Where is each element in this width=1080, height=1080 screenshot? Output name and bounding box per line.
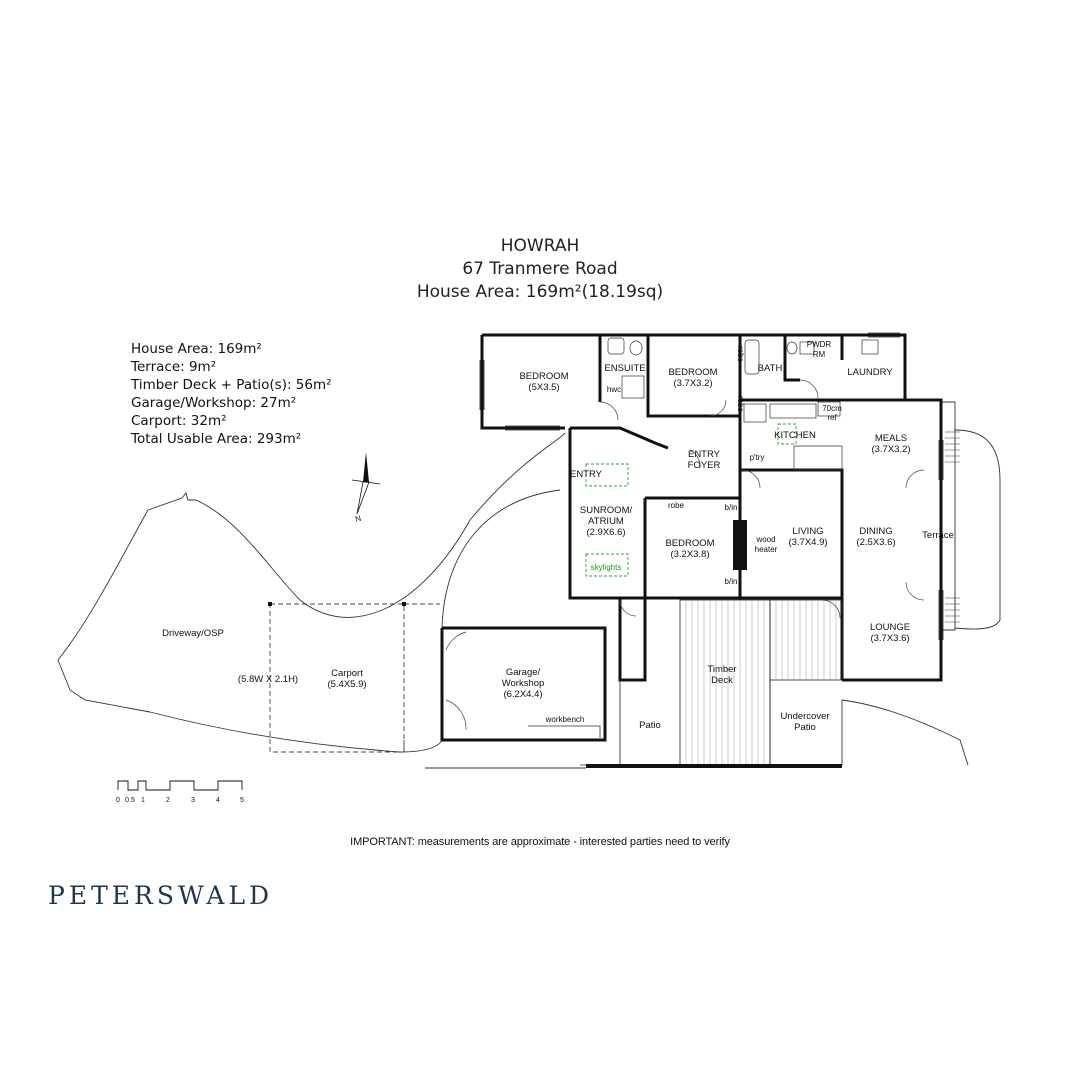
label-bedroom3-size: (3.2X3.8) bbox=[670, 549, 709, 560]
label-bedroom2-size: (3.7X3.2) bbox=[673, 378, 712, 389]
label-robe-v2: robe bbox=[736, 396, 745, 413]
label-fridge-size: 70cm bbox=[822, 404, 842, 413]
label-entry-foyer-2: FOYER bbox=[688, 460, 721, 471]
label-timber-deck-2: Deck bbox=[711, 675, 733, 686]
label-carport-dim: (5.8W X 2.1H) bbox=[238, 674, 298, 685]
label-hwc: hwc bbox=[607, 385, 621, 394]
label-kitchen: KITCHEN bbox=[774, 430, 816, 441]
label-bedroom2: BEDROOM bbox=[668, 367, 717, 378]
label-patio: Patio bbox=[639, 720, 661, 731]
label-garage: Garage/ bbox=[506, 667, 541, 678]
label-entry: ENTRY bbox=[570, 469, 603, 480]
label-bin-1: b/in bbox=[725, 503, 738, 512]
compass-label: N bbox=[354, 514, 362, 524]
label-workbench: workbench bbox=[545, 715, 585, 724]
windows bbox=[479, 332, 944, 640]
label-skylights: skylights bbox=[591, 563, 622, 572]
label-undercover-1: Undercover bbox=[780, 711, 829, 722]
stairs bbox=[945, 431, 960, 623]
label-living: LIVING bbox=[792, 526, 823, 537]
fixtures bbox=[607, 337, 879, 471]
label-sunroom-2: ATRIUM bbox=[588, 516, 624, 527]
carport-outline bbox=[269, 603, 440, 753]
label-robe-h: robe bbox=[668, 501, 685, 510]
north-arrow-icon: N bbox=[351, 452, 381, 524]
boundary-wall bbox=[586, 764, 842, 768]
label-living-size: (3.7X4.9) bbox=[788, 537, 827, 548]
label-lounge: LOUNGE bbox=[870, 622, 910, 633]
label-garage-size: (6.2X4.4) bbox=[503, 689, 542, 700]
label-bedroom3: BEDROOM bbox=[665, 538, 714, 549]
area-house: House Area: 169m² bbox=[131, 341, 262, 357]
skylight-outlines bbox=[585, 423, 797, 577]
scale-bar: 0 0.5 1 2 3 4 5 bbox=[116, 780, 244, 804]
label-driveway: Driveway/OSP bbox=[162, 628, 224, 639]
garage-walls bbox=[440, 626, 607, 742]
brand-logo: PETERSWALD bbox=[48, 881, 274, 910]
label-robe-v1: robe bbox=[736, 346, 745, 363]
area-carport: Carport: 32m² bbox=[131, 413, 227, 429]
label-bath: BATH bbox=[758, 363, 783, 374]
area-terrace: Terrace: 9m² bbox=[131, 359, 217, 375]
label-undercover-2: Patio bbox=[794, 722, 816, 733]
scale-label-5: 5 bbox=[240, 797, 244, 804]
scale-label-1: 1 bbox=[141, 797, 145, 804]
deck-boards bbox=[685, 600, 837, 765]
label-sunroom: SUNROOM/ bbox=[580, 505, 633, 516]
area-deck-patio: Timber Deck + Patio(s): 56m² bbox=[131, 377, 332, 393]
label-garage-2: Workshop bbox=[502, 678, 545, 689]
label-timber-deck-1: Timber bbox=[707, 664, 736, 675]
scale-label-3: 3 bbox=[191, 797, 195, 804]
scale-label-0: 0 bbox=[116, 797, 120, 804]
scale-label-05: 0.5 bbox=[125, 797, 135, 804]
label-bedroom1-size: (5X3.5) bbox=[528, 382, 559, 393]
plan-title-address: 67 Tranmere Road bbox=[462, 259, 618, 279]
area-garage: Garage/Workshop: 27m² bbox=[131, 395, 297, 411]
label-pwdr-rm: RM bbox=[813, 350, 826, 359]
label-pwdr: PWDR bbox=[807, 340, 832, 349]
label-dining: DINING bbox=[859, 526, 892, 537]
carport-posts bbox=[268, 602, 406, 606]
area-summary: House Area: 169m² Terrace: 9m² Timber De… bbox=[131, 340, 332, 448]
label-sunroom-size: (2.9X6.6) bbox=[586, 527, 625, 538]
label-lounge-size: (3.7X3.6) bbox=[870, 633, 909, 644]
label-bin-2: b/in bbox=[725, 577, 738, 586]
label-meals-size: (3.7X3.2) bbox=[871, 444, 910, 455]
label-carport-size: (5.4X5.9) bbox=[327, 679, 366, 690]
label-pantry: p'try bbox=[750, 453, 765, 462]
room-labels: BEDROOM (5X3.5) ENSUITE hwc BEDROOM (3.7… bbox=[162, 340, 954, 733]
plan-title-suburb: HOWRAH bbox=[500, 236, 580, 256]
label-wood-heater-1: wood bbox=[755, 535, 775, 544]
disclaimer-note: IMPORTANT: measurements are approximate … bbox=[350, 836, 730, 848]
label-entry-foyer-1: ENTRY bbox=[688, 449, 721, 460]
site-boundary bbox=[57, 401, 1001, 769]
area-total: Total Usable Area: 293m² bbox=[131, 431, 302, 447]
label-wood-heater-2: heater bbox=[755, 545, 778, 554]
scale-label-4: 4 bbox=[216, 797, 220, 804]
plan-title-house-area: House Area: 169m²(18.19sq) bbox=[416, 282, 664, 302]
label-bedroom1: BEDROOM bbox=[519, 371, 568, 382]
label-meals: MEALS bbox=[875, 433, 907, 444]
label-fridge: ref bbox=[827, 413, 837, 422]
label-ensuite: ENSUITE bbox=[604, 363, 645, 374]
scale-label-2: 2 bbox=[166, 797, 170, 804]
wood-heater-block bbox=[733, 520, 747, 570]
door-swings bbox=[445, 379, 925, 731]
workbench-outline bbox=[528, 725, 601, 738]
label-laundry: LAUNDRY bbox=[847, 367, 893, 378]
label-carport: Carport bbox=[331, 668, 363, 679]
label-terrace: Terrace bbox=[922, 530, 954, 541]
label-dining-size: (2.5X3.6) bbox=[856, 537, 895, 548]
